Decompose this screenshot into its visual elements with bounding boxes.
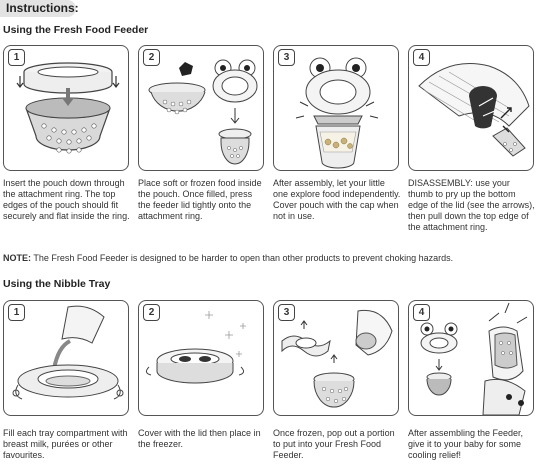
- step-number: 4: [413, 49, 430, 66]
- step-panel-feeder-1: 1: [3, 45, 129, 171]
- step-caption: Once frozen, pop out a portion to put in…: [273, 428, 401, 461]
- instructions-header: Instructions:: [0, 0, 76, 17]
- step-number: 4: [413, 304, 430, 321]
- step-number: 3: [278, 49, 295, 66]
- note-text: The Fresh Food Feeder is designed to be …: [33, 253, 453, 263]
- step-number: 3: [278, 304, 295, 321]
- step-caption: Place soft or frozen food inside the pou…: [138, 178, 266, 222]
- step-panel-feeder-2: 2: [138, 45, 264, 171]
- step-caption: Cover with the lid then place in the fre…: [138, 428, 266, 450]
- step-panel-feeder-3: 3: [273, 45, 399, 171]
- step-caption: After assembly, let your little one expl…: [273, 178, 401, 222]
- step-caption: After assembling the Feeder, give it to …: [408, 428, 536, 461]
- step-panel-tray-3: 3: [273, 300, 399, 416]
- safety-note: NOTE: The Fresh Food Feeder is designed …: [3, 253, 453, 263]
- step-panel-tray-4: 4: [408, 300, 534, 416]
- step-number: 1: [8, 49, 25, 66]
- step-caption: Insert the pouch down through the attach…: [3, 178, 131, 222]
- step-number: 1: [8, 304, 25, 321]
- note-label: NOTE:: [3, 253, 31, 263]
- step-panel-tray-2: 2: [138, 300, 264, 416]
- step-caption: Fill each tray compartment with breast m…: [3, 428, 131, 461]
- step-panel-feeder-4: 4: [408, 45, 534, 171]
- section-title-feeder: Using the Fresh Food Feeder: [3, 24, 148, 36]
- step-number: 2: [143, 49, 160, 66]
- step-number: 2: [143, 304, 160, 321]
- section-title-nibble-tray: Using the Nibble Tray: [3, 278, 110, 290]
- step-caption: DISASSEMBLY: use your thumb to pry up th…: [408, 178, 536, 233]
- step-panel-tray-1: 1: [3, 300, 129, 416]
